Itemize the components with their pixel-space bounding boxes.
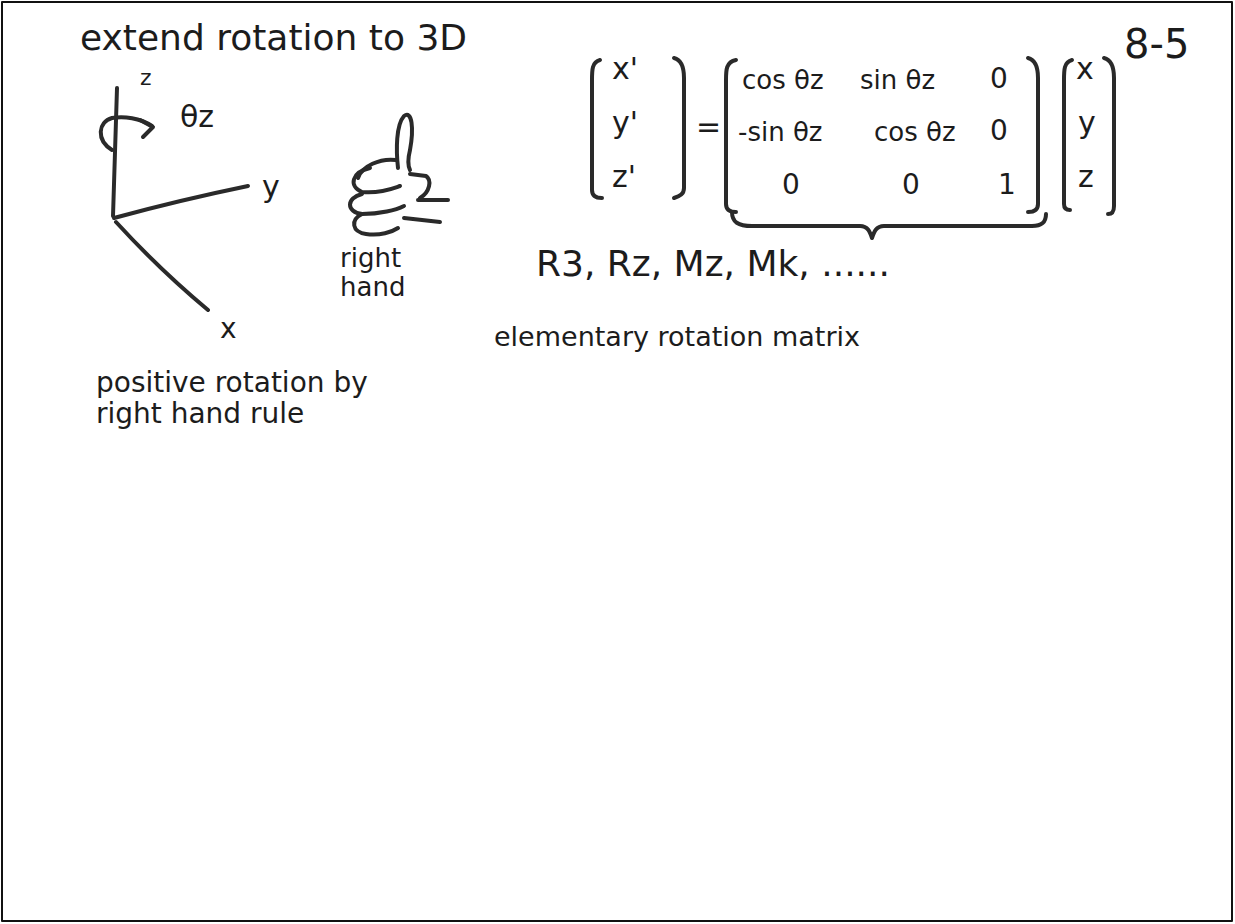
bracket (1064, 60, 1072, 210)
arrow-head (140, 120, 153, 137)
rotation-arrow (101, 117, 152, 150)
matrix-entry: 0 (902, 170, 920, 201)
axis-label: x (220, 314, 237, 345)
z-axis (113, 88, 117, 216)
matrix-entry: 0 (990, 116, 1008, 147)
matrix-entry: 1 (998, 170, 1016, 201)
vector-entry: x (1076, 52, 1094, 85)
vector-entry: z' (612, 160, 636, 193)
matrix-names: R3, Rz, Mz, Mk, ...... (536, 244, 890, 284)
matrix-entry: cos θz (742, 66, 824, 95)
bracket (1028, 58, 1038, 212)
matrix-entry: 0 (990, 64, 1008, 95)
heading: extend rotation to 3D (80, 18, 467, 58)
note: positive rotation by right hand rule (96, 368, 441, 430)
page-number: 8-5 (1124, 22, 1189, 66)
vector-entry: y' (612, 106, 638, 139)
matrix-entry: sin θz (860, 66, 935, 95)
bracket (592, 60, 602, 198)
matrix-entry: 0 (782, 170, 800, 201)
y-axis (114, 186, 248, 218)
hand-caption: right hand (340, 244, 430, 301)
vector-entry: x' (612, 52, 638, 85)
equals-sign: = (696, 110, 721, 143)
axis-label: z (140, 66, 152, 90)
vector-entry: y (1078, 106, 1096, 139)
angle-label: θz (180, 100, 214, 133)
matrix-entry: cos θz (874, 118, 956, 147)
caption-note: elementary rotation matrix (494, 322, 860, 352)
bracket (674, 58, 684, 198)
underbrace (732, 212, 1046, 238)
bracket (1104, 58, 1114, 214)
x-axis (116, 222, 208, 310)
vector-entry: z (1078, 160, 1094, 193)
right-hand-sketch (350, 115, 448, 235)
bracket (726, 60, 736, 212)
matrix-entry: -sin θz (738, 118, 822, 147)
axis-label: y (262, 170, 280, 203)
